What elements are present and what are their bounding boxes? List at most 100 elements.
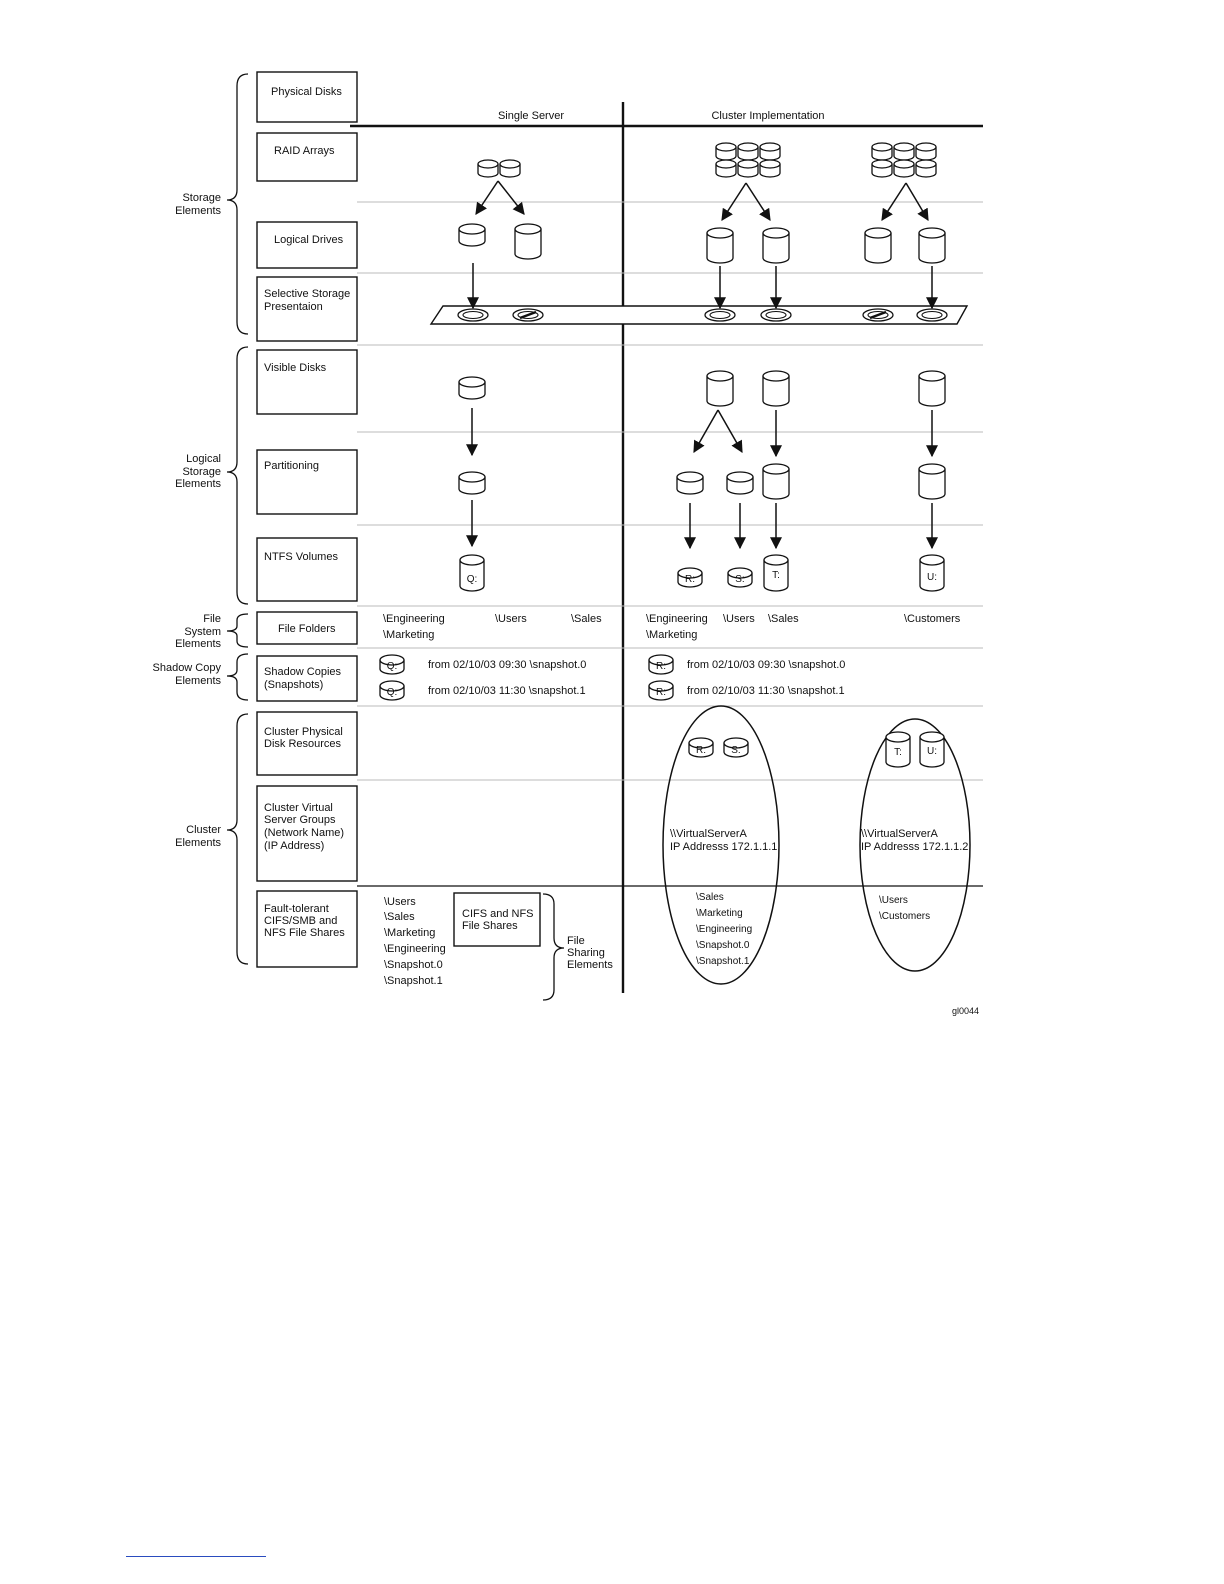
ntfs-volume-t: T: <box>763 554 789 592</box>
svg-text:Server Groups: Server Groups <box>264 814 336 826</box>
svg-text:\Customers: \Customers <box>879 911 930 922</box>
shadow-copies-single: Q: from 02/10/03 09:30 \snapshot.0 Q: fr… <box>379 654 586 701</box>
layer-label-boxes: Physical Disks RAID Arrays Logical Drive… <box>256 71 358 968</box>
logical-drive-single-1 <box>458 223 486 247</box>
svg-text:\Marketing: \Marketing <box>384 927 435 939</box>
raid-disk-cluster-b-6 <box>915 159 937 178</box>
svg-text:Q:: Q: <box>387 661 398 672</box>
svg-text:\Engineering: \Engineering <box>384 943 446 955</box>
shadow-copies-cluster: R: from 02/10/03 09:30 \snapshot.0 R: fr… <box>648 654 845 701</box>
cluster-disk-r: R: <box>688 737 714 758</box>
raid-disk-cluster-a-2 <box>737 142 759 161</box>
svg-text:\Marketing: \Marketing <box>646 629 697 641</box>
raid-disk-single-2 <box>499 159 521 178</box>
fault-tolerant-box: Fault-tolerant CIFS/SMB and NFS File Sha… <box>256 890 358 968</box>
visible-disk-single <box>458 376 486 400</box>
svg-text:Logical: Logical <box>186 453 221 465</box>
svg-text:Fault-tolerant: Fault-tolerant <box>264 903 329 915</box>
raid-disk-cluster-a-5 <box>737 159 759 178</box>
svg-text:T:: T: <box>772 570 780 581</box>
svg-text:Elements: Elements <box>175 837 221 849</box>
svg-text:\Users: \Users <box>879 895 908 906</box>
raid-arrays-box: RAID Arrays <box>256 132 358 182</box>
svg-text:\Customers: \Customers <box>904 613 961 625</box>
raid-disk-cluster-a-3 <box>759 142 781 161</box>
svg-text:\\VirtualServerA: \\VirtualServerA <box>861 828 938 840</box>
svg-text:Cluster: Cluster <box>186 824 221 836</box>
svg-text:from 02/10/03 11:30 \snapshot.: from 02/10/03 11:30 \snapshot.1 <box>428 685 586 697</box>
svg-text:(Snapshots): (Snapshots) <box>264 679 323 691</box>
cluster-virtual-box: Cluster Virtual Server Groups (Network N… <box>256 785 358 882</box>
port-cluster-2 <box>760 308 792 322</box>
figure-id: gl0044 <box>952 1006 979 1016</box>
partitioning-box: Partitioning <box>256 449 358 515</box>
svg-text:Shadow Copy: Shadow Copy <box>153 662 222 674</box>
logical-drives-box: Logical Drives <box>256 221 358 269</box>
file-shares-cluster-a: \Sales \Marketing \Engineering \Snapshot… <box>696 892 752 967</box>
svg-text:IP Addresss 172.1.1.1.: IP Addresss 172.1.1.1. <box>670 841 780 853</box>
cluster-disk-u: U: <box>919 731 945 768</box>
ntfs-volume-u: U: <box>919 554 945 592</box>
raid-disk-single-1 <box>477 159 499 178</box>
svg-text:S:: S: <box>735 574 744 585</box>
logical-to-port-arrows <box>467 263 938 310</box>
svg-text:Disk Resources: Disk Resources <box>264 738 342 750</box>
logical-drive-cluster-4 <box>918 227 946 264</box>
svg-text:\Users: \Users <box>384 896 416 908</box>
svg-text:Storage: Storage <box>182 192 221 204</box>
svg-text:from 02/10/03 09:30 \snapshot.: from 02/10/03 09:30 \snapshot.0 <box>428 659 586 671</box>
svg-text:Sharing: Sharing <box>567 947 605 959</box>
svg-text:Q:: Q: <box>467 574 478 585</box>
footer-link-underline[interactable] <box>126 1556 266 1557</box>
snapshot-disk-r-2: R: <box>648 680 674 701</box>
svg-text:(Network Name): (Network Name) <box>264 827 344 839</box>
group-labels: Storage Elements Logical Storage Element… <box>153 192 614 971</box>
file-folders-single: \Engineering \Users \Sales \Marketing <box>383 613 602 641</box>
virtual-server-b-ellipse <box>859 718 971 972</box>
svg-text:\Sales: \Sales <box>696 892 724 903</box>
file-shares-single: \Users \Sales \Marketing \Engineering \S… <box>384 896 446 987</box>
visible-disk-cluster-1 <box>706 370 734 407</box>
svg-text:\Snapshot.1: \Snapshot.1 <box>696 956 750 967</box>
svg-text:Visible Disks: Visible Disks <box>264 362 327 374</box>
raid-disk-cluster-a-1 <box>715 142 737 161</box>
svg-text:RAID Arrays: RAID Arrays <box>274 145 335 157</box>
svg-text:Storage: Storage <box>182 466 221 478</box>
svg-text:Q:: Q: <box>387 687 398 698</box>
visible-disk-cluster-3 <box>918 370 946 407</box>
cluster-disk-t: T: <box>885 731 911 768</box>
svg-text:Partitioning: Partitioning <box>264 460 319 472</box>
partition-cluster-s <box>726 471 754 495</box>
svg-text:System: System <box>184 626 221 638</box>
logical-drives <box>458 223 946 264</box>
port-single-1 <box>457 308 489 322</box>
svg-text:CIFS and NFS: CIFS and NFS <box>462 908 534 920</box>
raid-disk-cluster-b-2 <box>893 142 915 161</box>
svg-text:Cluster Physical: Cluster Physical <box>264 726 343 738</box>
svg-text:File Folders: File Folders <box>278 623 336 635</box>
svg-text:R:: R: <box>656 687 666 698</box>
logical-drive-cluster-3 <box>864 227 892 264</box>
virtual-server-a-ellipse <box>662 705 780 985</box>
logical-drive-single-2 <box>514 223 542 260</box>
svg-text:Elements: Elements <box>175 638 221 650</box>
svg-text:\Snapshot.0: \Snapshot.0 <box>384 959 443 971</box>
partition-single <box>458 471 486 495</box>
visible-disks-box: Visible Disks <box>256 349 358 415</box>
grid-lines <box>350 102 983 993</box>
svg-text:\Sales: \Sales <box>571 613 602 625</box>
svg-text:Elements: Elements <box>567 959 613 971</box>
svg-text:\Snapshot.1: \Snapshot.1 <box>384 975 443 987</box>
svg-text:NFS File Shares: NFS File Shares <box>264 927 345 939</box>
port-cluster-1 <box>704 308 736 322</box>
svg-text:File Shares: File Shares <box>462 920 518 932</box>
svg-text:Elements: Elements <box>175 478 221 490</box>
svg-text:T:: T: <box>894 747 902 758</box>
svg-text:Elements: Elements <box>175 205 221 217</box>
raid-disk-cluster-b-1 <box>871 142 893 161</box>
svg-text:File: File <box>567 935 585 947</box>
snapshot-disk-r-1: R: <box>648 654 674 675</box>
raid-disk-groups <box>477 142 937 178</box>
raid-disk-cluster-b-5 <box>893 159 915 178</box>
presentation-bar <box>429 305 969 325</box>
